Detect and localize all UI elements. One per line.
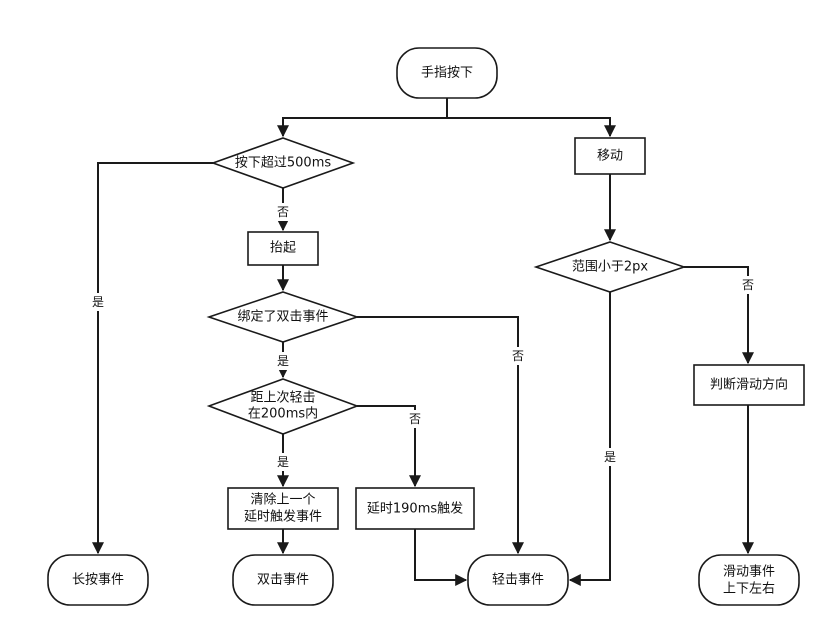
node-tap-event-label: 轻击事件 [492,573,544,588]
node-within-200ms-label-line2: 在200ms内 [248,406,318,422]
edge-label-within-no: 否 [409,412,421,426]
edge-label-within-yes: 是 [277,455,289,469]
edge-label-press-no: 否 [277,205,289,219]
node-clear-previous-label-line1: 清除上一个 [250,493,315,508]
edge-label-bound-yes: 是 [277,354,289,368]
node-swipe-event-label-line2: 上下左右 [723,582,775,597]
connector-split-to-press [277,117,447,138]
node-range-less-2px-label: 范围小于2px [572,260,649,275]
node-finger-down: 手指按下 [396,47,498,99]
node-double-tap-event: 双击事件 [232,554,334,606]
node-range-less-2px: 范围小于2px [533,241,687,293]
connectors [92,98,754,586]
node-swipe-event-label-line1: 滑动事件 [723,565,775,580]
node-swipe-event: 滑动事件 上下左右 [698,554,800,606]
edge-label-range-yes: 是 [604,450,616,464]
node-press-over-500ms: 按下超过500ms [210,137,356,189]
node-long-press-event-label: 长按事件 [72,573,124,588]
node-within-200ms: 距上次轻击 在200ms内 [206,378,360,435]
connector-split-to-move [447,117,616,138]
node-double-tap-bound-label: 绑定了双击事件 [237,310,328,325]
node-delay-190ms: 延时190ms触发 [355,487,475,530]
node-lift-label: 抬起 [270,241,296,256]
edge-label-bound-no: 否 [512,349,524,363]
connector-press-to-longpress [92,162,213,555]
node-judge-direction-label: 判断滑动方向 [710,377,788,393]
node-clear-previous: 清除上一个 延时触发事件 [227,487,339,530]
node-clear-previous-label-line2: 延时触发事件 [244,509,322,525]
connector-range-to-tap [568,292,611,586]
node-lift: 抬起 [247,231,319,266]
node-long-press-event: 长按事件 [47,554,149,606]
edge-labels: 是 否 是 否 是 否 否 是 [89,203,757,471]
edge-label-long-press-yes: 是 [92,295,104,309]
connector-within-to-delay [357,405,421,488]
node-within-200ms-label-line1: 距上次轻击 [250,390,315,406]
node-move: 移动 [574,137,646,175]
edge-label-range-no: 否 [742,278,754,292]
node-finger-down-label: 手指按下 [421,66,473,81]
node-double-tap-bound: 绑定了双击事件 [206,291,360,343]
connector-bound-to-tap [357,316,524,555]
connector-range-to-judge [684,266,754,365]
node-move-label: 移动 [597,149,623,164]
node-press-over-500ms-label: 按下超过500ms [235,156,331,171]
node-double-tap-event-label: 双击事件 [257,573,309,588]
node-tap-event: 轻击事件 [467,554,569,606]
connector-delay-to-tap [414,529,468,586]
node-judge-direction: 判断滑动方向 [693,364,805,406]
node-delay-190ms-label: 延时190ms触发 [367,501,463,517]
